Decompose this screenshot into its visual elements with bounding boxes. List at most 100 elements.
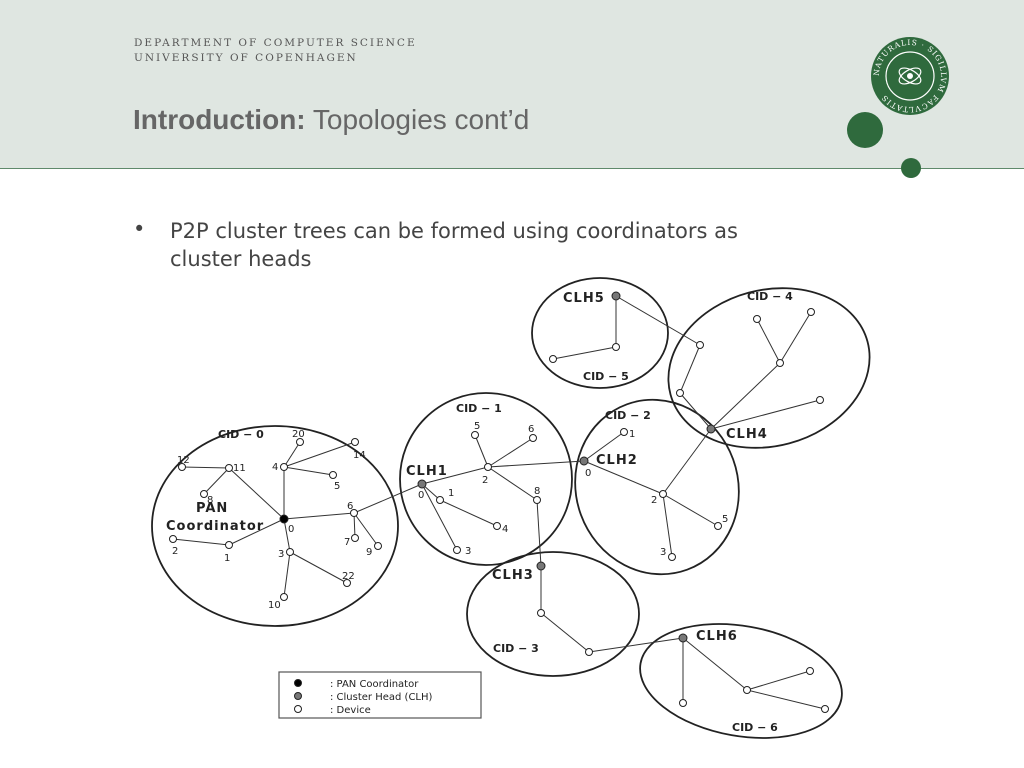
device-node: [806, 667, 814, 675]
cluster-6-boundary: [639, 623, 843, 739]
node-label: 20: [292, 429, 305, 440]
device-node: [816, 396, 824, 404]
pan-label: PAN: [196, 501, 228, 516]
device-node: [493, 522, 501, 530]
node-label: 14: [353, 450, 366, 461]
department-label: DEPARTMENT OF COMPUTER SCIENCE UNIVERSIT…: [134, 36, 417, 66]
cluster-0-id: CID − 0: [218, 428, 264, 441]
node-label: 3: [660, 547, 666, 558]
device-node: [436, 496, 444, 504]
device-node: [696, 341, 704, 349]
device-node: [676, 389, 684, 397]
legend-pan-text: : PAN Coordinator: [330, 679, 419, 690]
node-label: 3: [278, 549, 284, 560]
bullet-marker: •: [133, 217, 146, 241]
slide-title-bold: Introduction:: [133, 104, 306, 135]
node-label: 4: [272, 462, 278, 473]
device-node: [821, 705, 829, 713]
node-label: 10: [268, 600, 281, 611]
node-label: 5: [474, 421, 480, 432]
node-label: 11: [233, 463, 246, 474]
legend-clh-marker: [294, 692, 302, 700]
cluster-4-id: CID − 4: [747, 290, 793, 303]
cluster-head-node-4: [706, 424, 716, 434]
device-node: [343, 579, 351, 587]
device-node: [280, 593, 288, 601]
node-label: 8: [207, 495, 213, 506]
clh6-label: CLH6: [696, 629, 738, 644]
network-links: [172, 295, 826, 710]
device-node: [178, 463, 186, 471]
node-label: 1: [448, 488, 454, 499]
cluster-6-id: CID − 6: [732, 721, 778, 734]
node-label: 12: [177, 455, 190, 466]
node-label: 9: [366, 547, 372, 558]
legend-clh-text: : Cluster Head (CLH): [330, 692, 433, 703]
node-label: 0: [288, 524, 294, 535]
device-node: [537, 609, 545, 617]
cluster-5-id: CID − 5: [583, 370, 629, 383]
decorative-large-dot: [847, 112, 883, 148]
device-node: [225, 464, 233, 472]
device-node: [484, 463, 492, 471]
device-node: [329, 471, 337, 479]
slide-title-rest: Topologies cont’d: [312, 104, 530, 135]
decorative-small-dot: [901, 158, 921, 178]
device-nodes: [169, 308, 829, 713]
cluster-5-boundary: [531, 277, 669, 389]
device-node: [620, 428, 628, 436]
node-label: 2: [482, 475, 488, 486]
cluster-3-boundary: [466, 551, 640, 677]
node-label: 5: [722, 514, 728, 525]
device-node: [471, 431, 479, 439]
device-node: [753, 315, 761, 323]
clh3-label: CLH3: [492, 568, 534, 583]
device-node: [296, 438, 304, 446]
cluster-head-node-3: [536, 561, 546, 571]
node-label: 0: [585, 468, 591, 479]
node-label: 1: [629, 429, 635, 440]
cluster-1-id: CID − 1: [456, 402, 502, 415]
clh4-label: CLH4: [726, 427, 768, 442]
device-node: [374, 542, 382, 550]
device-node: [679, 699, 687, 707]
device-node: [612, 343, 620, 351]
cluster-3-id: CID − 3: [493, 642, 539, 655]
device-node: [533, 496, 541, 504]
cluster-2-boundary: [574, 398, 740, 576]
node-label: 8: [534, 486, 540, 497]
legend-pan-marker: [294, 679, 302, 687]
device-node: [807, 308, 815, 316]
device-node: [350, 509, 358, 517]
node-label: 7: [344, 537, 350, 548]
device-node: [585, 648, 593, 656]
node-label: 6: [347, 501, 353, 512]
device-node: [453, 546, 461, 554]
cluster-4-boundary: [667, 287, 871, 449]
slide-title: Introduction: Topologies cont’d: [133, 104, 529, 136]
department-line-2: UNIVERSITY OF COPENHAGEN: [134, 52, 358, 64]
node-label: 4: [502, 524, 508, 535]
node-label: 5: [334, 481, 340, 492]
clh5-label: CLH5: [563, 291, 605, 306]
device-node: [668, 553, 676, 561]
cluster-head-node-1: [417, 479, 427, 489]
device-node: [200, 490, 208, 498]
device-node: [225, 541, 233, 549]
node-label: 3: [465, 546, 471, 557]
device-node: [714, 522, 722, 530]
header-band: DEPARTMENT OF COMPUTER SCIENCE UNIVERSIT…: [0, 0, 1024, 169]
legend-device-text: : Device: [330, 705, 371, 716]
device-node: [351, 438, 359, 446]
device-node: [286, 548, 294, 556]
node-label: 0: [418, 490, 424, 501]
legend-box: : PAN Coordinator : Cluster Head (CLH) :…: [278, 671, 482, 719]
cluster-head-node-6: [678, 633, 688, 643]
pan-coordinator-node: [279, 514, 289, 524]
department-line-1: DEPARTMENT OF COMPUTER SCIENCE: [134, 37, 417, 49]
node-label: 2: [172, 546, 178, 557]
cluster-1-boundary: [399, 392, 573, 566]
cluster-2-id: CID − 2: [605, 409, 651, 422]
node-label: 2: [651, 495, 657, 506]
